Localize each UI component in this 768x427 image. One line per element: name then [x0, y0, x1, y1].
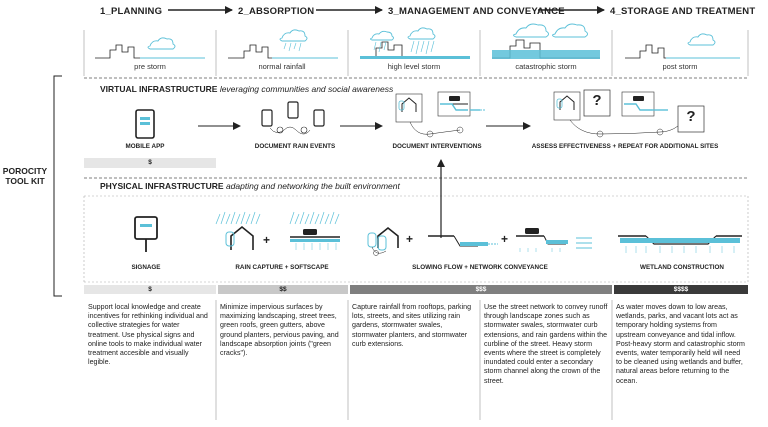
document-interventions-icon — [395, 91, 486, 138]
virtual-subtitle: leveraging communities and social awaren… — [219, 84, 394, 94]
post-storm-icon — [625, 33, 740, 59]
virtual-title: VIRTUAL INFRASTRUCTURE leveraging commun… — [100, 84, 393, 94]
description-3: Capture rainfall from rooftops, parking … — [352, 303, 472, 348]
mobile-app-icon — [135, 109, 155, 139]
phase-3-label: 3_MANAGEMENT AND CONVEYANCE — [388, 6, 565, 17]
description-2: Minimize impervious surfaces by maximizi… — [220, 303, 339, 358]
wetland-construction-label: WETLAND CONSTRUCTION — [640, 264, 724, 271]
plus-sign-2: + — [406, 232, 414, 246]
wetland-construction-icon — [618, 235, 742, 253]
cost-bar-1: $ — [84, 285, 216, 294]
physical-title-text: PHYSICAL INFRASTRUCTURE — [100, 181, 224, 191]
question-mark-2: ? — [686, 108, 696, 125]
mobile-app-label: MOBILE APP — [125, 143, 165, 150]
toolkit-line-2: TOOL KIT — [5, 176, 45, 186]
network-conveyance-icon — [428, 228, 592, 252]
phase-2-label: 2_ABSORPTION — [238, 6, 315, 17]
description-4: Use the street network to convey runoff … — [484, 303, 608, 385]
softscape-icon — [289, 211, 340, 250]
rain-capture-icon — [215, 211, 261, 250]
question-mark-1: ? — [592, 92, 602, 109]
physical-title: PHYSICAL INFRASTRUCTURE adapting and net… — [100, 181, 400, 191]
physical-subtitle: adapting and networking the built enviro… — [225, 181, 400, 191]
description-5: As water moves down to low areas, wetlan… — [616, 303, 745, 385]
high-level-storm-icon — [360, 27, 470, 59]
assess-effectiveness-label: ASSESS EFFECTIVENESS + REPEAT FOR ADDITI… — [531, 143, 719, 150]
signage-icon — [134, 216, 158, 252]
cost-bar-2: $$ — [218, 285, 348, 294]
toolkit-label: POROCITY TOOL KIT — [0, 166, 50, 186]
storm-label-post: post storm — [662, 62, 698, 71]
cost-bar-3: $$$ — [350, 285, 612, 294]
document-rain-events-icon — [261, 101, 325, 135]
document-interventions-label: DOCUMENT INTERVENTIONS — [392, 143, 482, 150]
storm-label-normal: normal rainfall — [258, 62, 306, 71]
document-rain-events-label: DOCUMENT RAIN EVENTS — [254, 143, 336, 150]
virtual-cost-label: $ — [148, 159, 152, 166]
signage-label: SIGNAGE — [131, 264, 161, 271]
cost-bar-4: $$$$ — [614, 285, 748, 294]
phase-4-label: 4_STORAGE AND TREATMENT — [610, 6, 756, 17]
virtual-title-text: VIRTUAL INFRASTRUCTURE — [100, 84, 218, 94]
normal-rainfall-icon — [228, 29, 338, 59]
storm-label-catastrophic: catastrophic storm — [515, 62, 577, 71]
virtual-cost-bar — [84, 158, 216, 168]
toolkit-line-1: POROCITY — [2, 166, 48, 176]
storm-label-pre: pre storm — [134, 62, 166, 71]
slowing-flow-icon — [367, 226, 399, 256]
plus-sign-1: + — [263, 233, 271, 247]
rain-capture-label: RAIN CAPTURE + SOFTSCAPE — [235, 264, 329, 271]
assess-effectiveness-icon — [553, 89, 705, 138]
catastrophic-storm-icon — [492, 23, 600, 59]
description-1: Support local knowledge and create incen… — [88, 303, 208, 367]
plus-sign-3: + — [501, 232, 509, 246]
phase-1-label: 1_PLANNING — [100, 6, 163, 17]
storm-label-high: high level storm — [387, 62, 441, 71]
pre-storm-icon — [95, 37, 205, 59]
slowing-flow-label: SLOWING FLOW + NETWORK CONVEYANCE — [412, 264, 548, 271]
